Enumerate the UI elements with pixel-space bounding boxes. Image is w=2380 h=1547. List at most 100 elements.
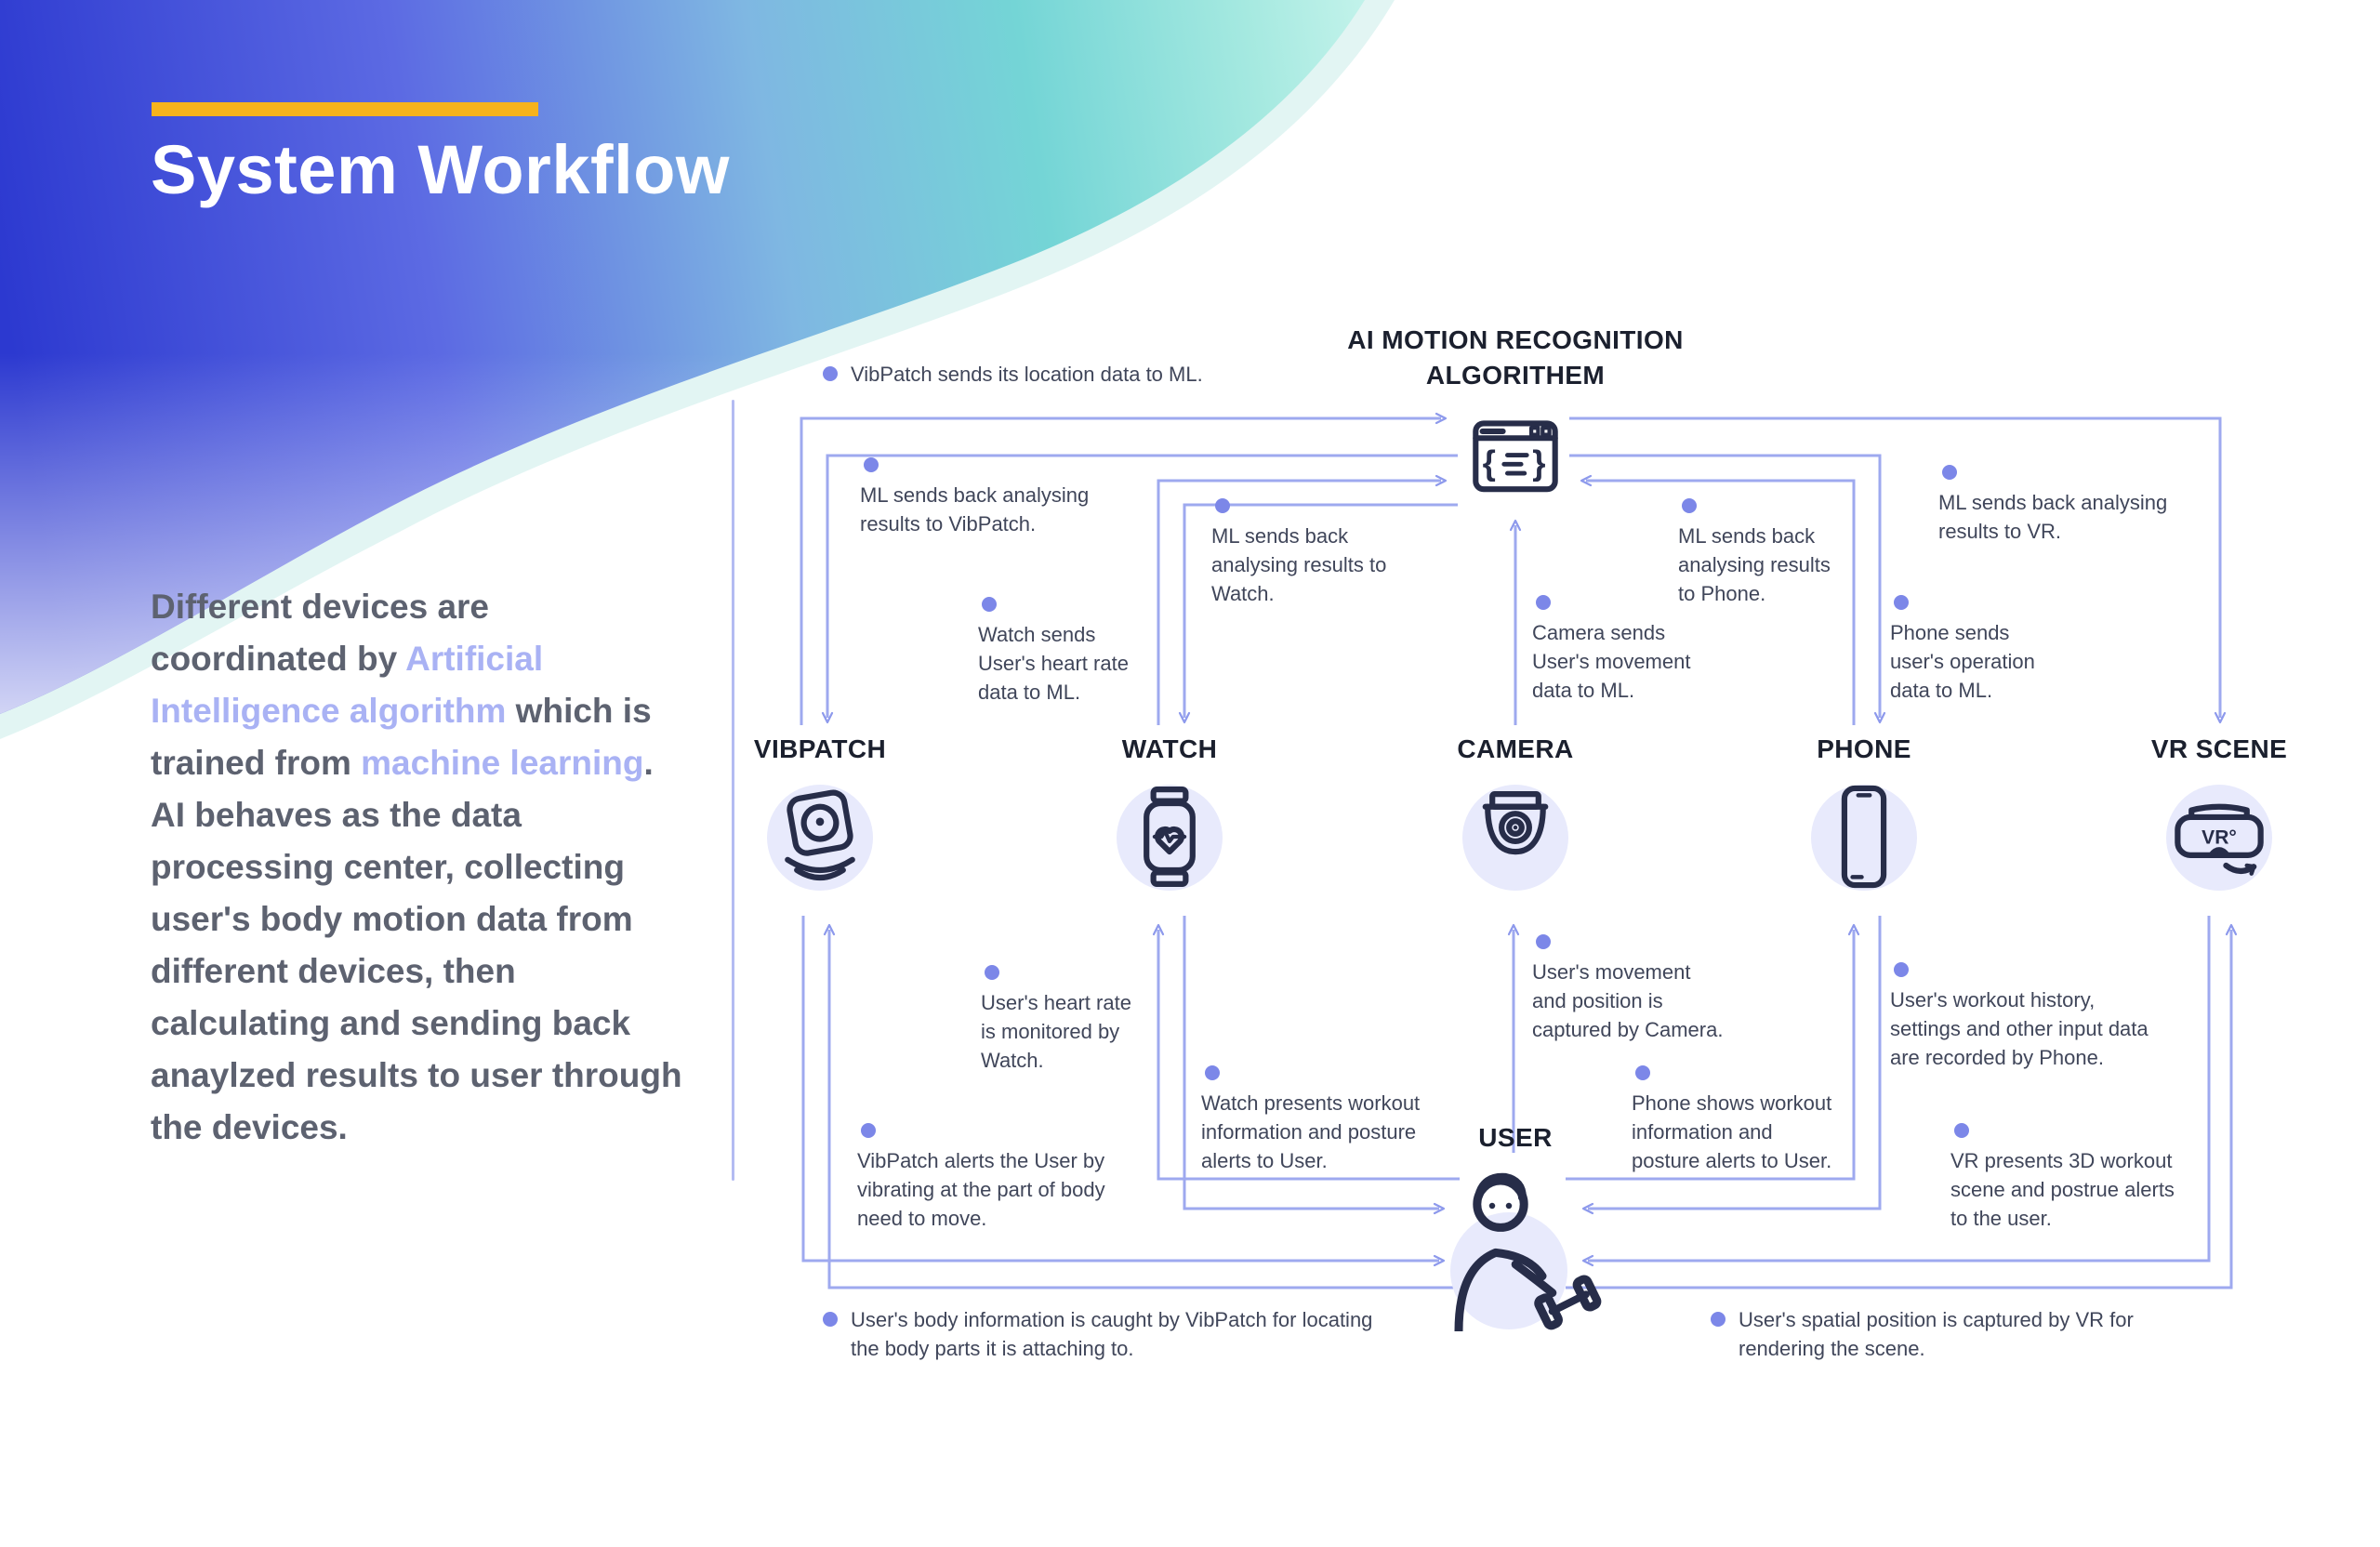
note-text: Phone sends user's operation data to ML. [1890,621,2035,702]
device-vibpatch: VIBPATCH [699,734,941,894]
page-title: System Workflow [151,131,730,208]
watch-icon [1144,787,1196,887]
bullet-dot [1536,595,1551,610]
device-label-watch: WATCH [1121,734,1218,763]
device-label-camera: CAMERA [1457,734,1574,763]
bullet-dot [1942,465,1957,480]
bullet-dot [1894,595,1909,610]
note-watch-heartrate: Watch sends User's heart rate data to ML… [978,597,1129,707]
arrow-user-to-vr [1566,923,2238,1289]
device-vr-scene: VR SCENE VR° [2098,734,2340,894]
ml-node: AI MOTION RECOGNITION ALGORITHEM { } [1274,323,1757,519]
arrow-user-to-vibpatch [823,923,1460,1289]
ml-title-line2: ALGORITHEM [1425,361,1606,390]
ml-title-line1: AI MOTION RECOGNITION [1347,325,1684,354]
note-text: User's heart rate is monitored by Watch. [981,991,1131,1072]
title-accent-bar [152,102,538,116]
gradient-corner-decoration [0,0,1395,739]
note-text: VibPatch sends its location data to ML. [851,363,1203,386]
note-ml-results-vibpatch: ML sends back analysing results to VibPa… [860,457,1089,538]
phone-icon [1841,785,1887,889]
bullet-dot [1635,1065,1650,1080]
arrow-vibpatch-to-ml [800,412,1448,725]
arrow-user-to-watch [1152,923,1460,1181]
vr-icon-text: VR° [2202,826,2237,848]
intro-paragraph: Different devices are coordinated by Art… [151,581,746,1154]
note-heartrate-monitored: User's heart rate is monitored by Watch. [981,965,1131,1075]
bullet-dot [864,457,879,472]
note-ml-results-watch: ML sends back analysing results to Watch… [1211,498,1386,608]
intro-text: Different devices are coordinated by [151,588,490,678]
device-camera: CAMERA [1395,734,1636,894]
arrow-ml-to-phone [1569,454,1886,724]
bullet-dot [1536,934,1551,949]
note-text: User's body information is caught by Vib… [851,1308,1373,1360]
note-camera-movement: Camera sends User's movement data to ML. [1532,595,1690,705]
bullet-dot [982,597,997,612]
note-text: User's movement and position is captured… [1532,960,1724,1041]
vertical-divider [732,400,734,1181]
device-watch: WATCH [1049,734,1290,894]
arrow-phone-to-user [1581,916,1882,1215]
bullet-dot [823,1312,838,1327]
note-workout-history: User's workout history, settings and oth… [1890,962,2149,1072]
note-ml-results-vr: ML sends back analysing results to VR. [1938,465,2167,546]
note-spatial-position: User's spatial position is captured by V… [1711,1305,2134,1363]
note-text: ML sends back analysing results to Phone… [1678,524,1831,605]
bullet-dot [1894,962,1909,977]
arrow-vr-to-user [1581,916,2211,1267]
bullet-dot [1954,1123,1969,1138]
note-text: Watch presents workout information and p… [1201,1091,1421,1172]
note-text: ML sends back analysing results to VibPa… [860,483,1090,536]
icon-bg-circle [1462,785,1568,891]
note-phone-operation: Phone sends user's operation data to ML. [1890,595,2035,705]
arrow-watch-to-ml [1157,474,1448,725]
arrow-phone-to-ml [1580,474,1856,725]
intro-highlight-ai: Artificial Intelligence algorithm [151,640,544,730]
device-label-vibpatch: VIBPATCH [753,734,887,763]
vr-headset-icon: VR° [2175,803,2264,876]
arrow-ml-to-vibpatch [821,454,1458,724]
bullet-dot [1711,1312,1726,1327]
icon-bg-circle [1811,785,1917,891]
device-label-vr-scene: VR SCENE [2150,734,2288,763]
arrow-vibpatch-to-user [801,916,1446,1267]
note-text: User's spatial position is captured by V… [1739,1308,2134,1360]
bullet-dot [1215,498,1230,513]
code-brace-right: } [1532,443,1545,482]
bullet-dot [1205,1065,1220,1080]
note-text: Phone shows workout information and post… [1632,1091,1832,1172]
code-brace-left: { [1483,443,1496,482]
note-body-info: User's body information is caught by Vib… [823,1305,1372,1363]
note-text: Camera sends User's movement data to ML. [1532,621,1691,702]
intro-text: . AI behaves as the data processing cent… [151,744,682,1146]
user-with-dumbbell-icon [1454,1172,1602,1331]
bullet-dot [823,366,838,381]
bullet-dot [861,1123,876,1138]
note-text: Watch sends User's heart rate data to ML… [978,623,1129,704]
device-label-phone: PHONE [1817,734,1911,763]
note-vibpatch-location: VibPatch sends its location data to ML. [823,360,1203,389]
note-movement-captured: User's movement and position is captured… [1532,934,1723,1044]
note-watch-presents: Watch presents workout information and p… [1201,1065,1420,1175]
bullet-dot [985,965,999,980]
intro-text: which is trained from [151,692,652,782]
note-text: VR presents 3D workout scene and postrue… [1950,1149,2175,1230]
user-label: USER [1478,1123,1553,1152]
camera-icon [1482,791,1549,855]
note-text: ML sends back analysing results to VR. [1938,491,2168,543]
note-vibpatch-alerts: VibPatch alerts the User by vibrating at… [857,1123,1105,1233]
vibpatch-icon [785,789,855,881]
note-vr-presents: VR presents 3D workout scene and postrue… [1950,1123,2175,1233]
note-text: VibPatch alerts the User by vibrating at… [857,1149,1105,1230]
note-ml-results-phone: ML sends back analysing results to Phone… [1678,498,1831,608]
note-text: ML sends back analysing results to Watch… [1211,524,1387,605]
arrow-ml-to-watch [1178,503,1458,724]
note-phone-shows: Phone shows workout information and post… [1632,1065,1831,1175]
bullet-dot [1682,498,1697,513]
arrow-watch-to-user [1183,916,1446,1215]
device-phone: PHONE [1743,734,1985,894]
arrow-ml-to-vr [1569,416,2227,724]
